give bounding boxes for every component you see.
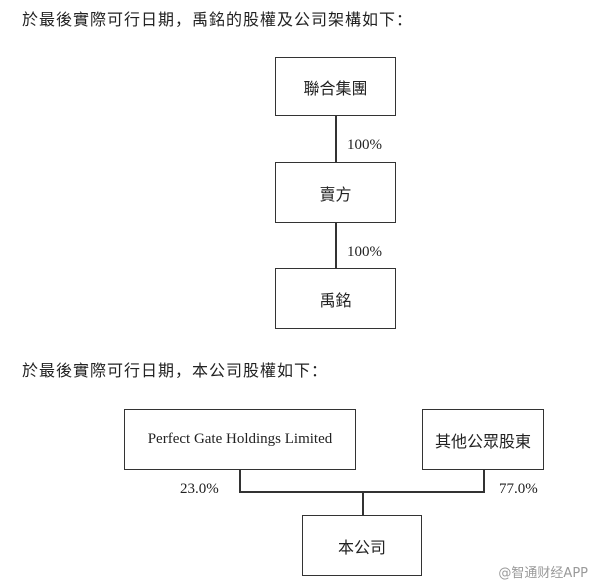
box-the-company: 本公司 xyxy=(302,515,422,576)
percentage-label: 23.0% xyxy=(180,481,219,497)
box-yu-ming: 禹銘 xyxy=(275,268,396,329)
box-public-shareholders: 其他公眾股東 xyxy=(422,409,544,470)
box-allied-group: 聯合集團 xyxy=(275,57,396,116)
box-perfect-gate: Perfect Gate Holdings Limited xyxy=(124,409,356,470)
box-vendor: 賣方 xyxy=(275,162,396,223)
percentage-label: 77.0% xyxy=(499,481,538,497)
intro-paragraph-company: 於最後實際可行日期，本公司股權如下： xyxy=(22,361,329,380)
percentage-label: 100% xyxy=(347,137,382,153)
connector-line xyxy=(483,470,485,492)
connector-line xyxy=(335,116,337,162)
percentage-label: 100% xyxy=(347,244,382,260)
connector-line xyxy=(335,223,337,268)
connector-line xyxy=(239,470,241,492)
connector-line xyxy=(362,491,364,515)
watermark: @智通财经APP xyxy=(498,566,588,581)
intro-paragraph-yu-ming: 於最後實際可行日期，禹銘的股權及公司架構如下： xyxy=(22,10,414,29)
